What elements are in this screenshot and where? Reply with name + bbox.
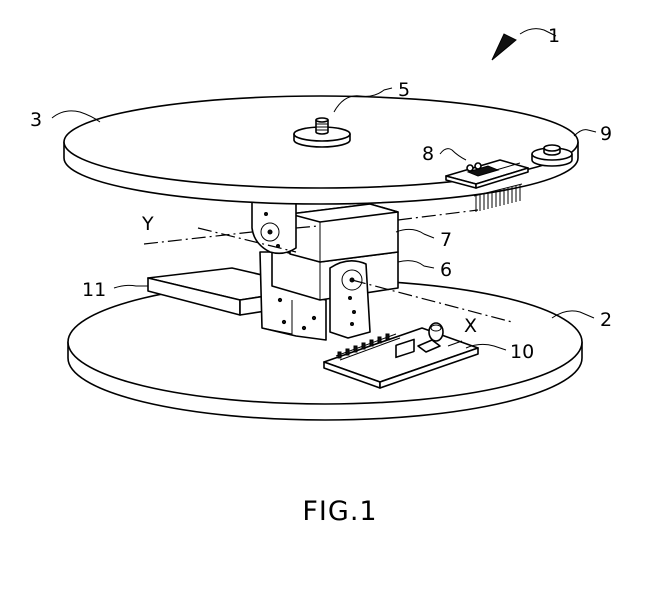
top-plate xyxy=(64,96,578,204)
label-assembly: 1 xyxy=(548,25,560,47)
label-axis-x: X xyxy=(464,315,477,337)
label-servo-upper: 7 xyxy=(440,229,452,251)
label-axis-y: Y xyxy=(141,213,154,235)
label-top-plate: 3 xyxy=(30,109,42,131)
label-controller-board: 10 xyxy=(510,341,534,363)
label-sensor-board: 8 xyxy=(422,143,434,165)
label-servo-lower: 6 xyxy=(440,259,452,281)
label-mount-screw: 5 xyxy=(398,79,410,101)
figure-caption: FIG.1 xyxy=(302,496,377,527)
label-battery: 11 xyxy=(82,279,106,301)
label-spacer: 9 xyxy=(600,123,612,145)
label-bottom-plate: 2 xyxy=(600,309,612,331)
